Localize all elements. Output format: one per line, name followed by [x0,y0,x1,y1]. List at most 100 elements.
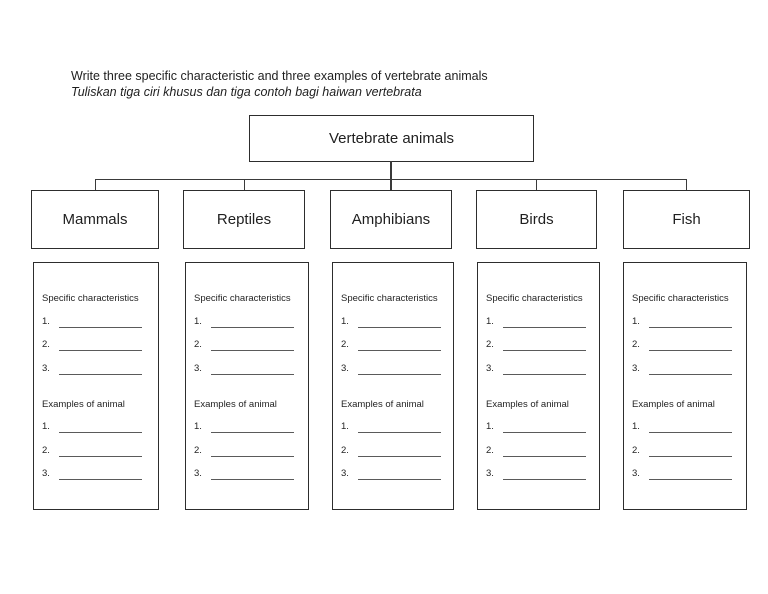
root-node-vertebrate-animals: Vertebrate animals [249,115,534,162]
example-line: 1. [194,410,301,433]
line-number: 1. [486,315,494,327]
blank-line [503,455,586,457]
line-number: 1. [632,315,640,327]
blank-line [649,479,732,480]
line-number: 3. [42,468,50,480]
line-number: 3. [341,468,349,480]
line-number: 3. [341,362,349,374]
category-label: Amphibians [351,211,431,228]
blank-line [211,350,294,351]
example-line: 1. [486,410,592,433]
blank-line [649,373,732,375]
example-line: 2. [341,433,446,457]
instructions: Write three specific characteristic and … [71,68,488,100]
line-number: 2. [194,444,202,456]
line-number: 2. [341,444,349,456]
line-number: 2. [42,339,50,351]
characteristics-heading: Specific characteristics [632,293,729,304]
line-number: 1. [486,421,494,433]
characteristic-line: 3. [194,351,301,375]
examples-heading: Examples of animal [42,398,125,410]
characteristics-heading: Specific characteristics [486,293,583,304]
blank-line [59,479,142,480]
blank-line [59,455,142,457]
line-number: 2. [486,444,494,456]
example-line: 3. [486,457,592,480]
line-number: 3. [486,362,494,374]
example-line: 2. [194,433,301,457]
example-line: 1. [632,410,739,433]
line-number: 1. [341,421,349,433]
blank-line [59,432,142,433]
blank-line [59,350,142,351]
blank-line [358,479,441,480]
instruction-line-english: Write three specific characteristic and … [71,69,488,83]
line-number: 3. [486,468,494,480]
example-line: 1. [42,410,151,433]
characteristic-line: 2. [341,328,446,351]
blank-line [503,479,586,480]
blank-line [503,373,586,375]
blank-line [649,326,732,328]
detail-box-fish: Specific characteristics 1. 2. 3. Exampl… [623,262,747,510]
blank-line [503,432,586,433]
line-number: 1. [632,421,640,433]
example-line: 2. [486,433,592,457]
line-number: 2. [42,444,50,456]
detail-box-birds: Specific characteristics 1. 2. 3. Exampl… [477,262,600,510]
line-number: 2. [486,339,494,351]
category-node-amphibians: Amphibians [330,190,452,249]
detail-box-reptiles: Specific characteristics 1. 2. 3. Exampl… [185,262,309,510]
detail-box-amphibians: Specific characteristics 1. 2. 3. Exampl… [332,262,454,510]
category-node-mammals: Mammals [31,190,159,249]
category-node-fish: Fish [623,190,750,249]
line-number: 3. [194,468,202,480]
line-number: 1. [194,421,202,433]
example-line: 3. [194,457,301,480]
detail-box-mammals: Specific characteristics 1. 2. 3. Exampl… [33,262,159,510]
category-label: Fish [672,211,701,228]
characteristic-line: 1. [42,304,151,328]
characteristic-line: 2. [632,328,739,351]
characteristic-line: 3. [632,351,739,375]
blank-line [503,326,586,328]
characteristic-line: 1. [632,304,739,328]
characteristic-line: 2. [194,328,301,351]
instruction-line-malay: Tuliskan tiga ciri khusus dan tiga conto… [71,85,422,99]
blank-line [211,479,294,480]
blank-line [503,350,586,351]
blank-line [358,326,441,328]
examples-heading: Examples of animal [632,398,715,410]
examples-heading: Examples of animal [194,398,277,410]
line-number: 1. [42,421,50,433]
line-number: 3. [42,362,50,374]
line-number: 1. [42,315,50,327]
blank-line [358,350,441,351]
line-number: 2. [341,339,349,351]
category-node-reptiles: Reptiles [183,190,305,249]
connector-drop-mammals [94,179,96,191]
characteristic-line: 1. [194,304,301,328]
blank-line [649,455,732,457]
line-number: 1. [194,315,202,327]
characteristic-line: 3. [341,351,446,375]
blank-line [649,350,732,351]
blank-line [211,373,294,375]
line-number: 1. [341,315,349,327]
characteristics-heading: Specific characteristics [194,293,291,304]
blank-line [211,326,294,328]
line-number: 3. [194,362,202,374]
category-label: Mammals [62,211,128,228]
category-label: Reptiles [216,211,272,228]
blank-line [649,432,732,433]
blank-line [358,373,441,375]
blank-line [211,432,294,433]
category-node-birds: Birds [476,190,597,249]
connector-trunk [390,161,392,179]
characteristic-line: 3. [486,351,592,375]
example-line: 3. [632,457,739,480]
examples-heading: Examples of animal [341,398,424,410]
characteristic-line: 1. [486,304,592,328]
blank-line [59,326,142,328]
